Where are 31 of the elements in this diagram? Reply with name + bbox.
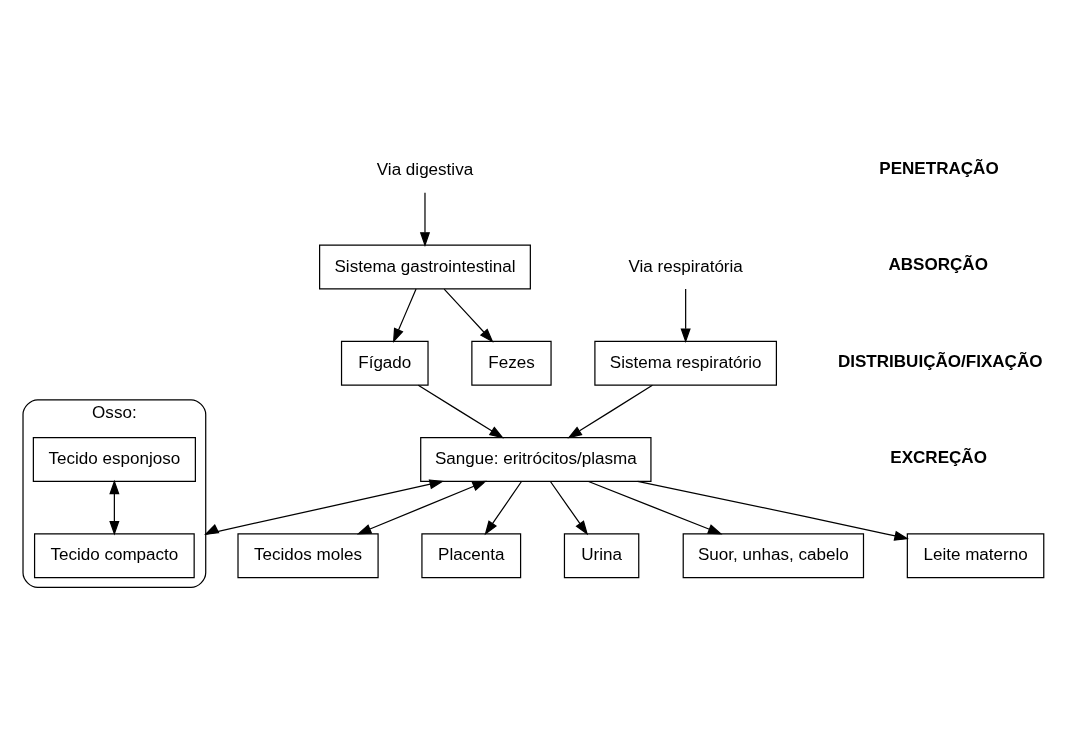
arrow [419,192,431,247]
node-text: Via respiratória [628,256,743,276]
node-box: Tecidos moles [237,533,379,579]
node-box: Sistema respiratório [594,340,777,386]
node-box: Tecido esponjoso [32,436,196,483]
label: EXCREÇÃO [890,447,987,467]
arrow [356,480,487,535]
node-box: Tecido compacto [34,533,195,579]
node-box: Urina [563,533,640,579]
arrow [637,480,909,541]
arrow [443,288,494,343]
arrow [567,384,653,439]
arrow [109,479,120,536]
node-box: Sangue: eritrócitos/plasma [420,436,652,483]
node-box: Fezes [471,340,552,386]
label: DISTRIBUIÇÃO/FIXAÇÃO [837,351,1043,371]
node-box: Placenta [421,533,522,579]
arrow [417,384,504,439]
label: PENETRAÇÃO [879,159,999,179]
node-box: Sistema gastrointestinal [319,244,531,290]
arrow [204,479,445,536]
node-box: Suor, unhas, cabelo [682,533,865,579]
arrow [549,480,589,536]
arrow [392,288,417,343]
arrow [484,480,523,536]
arrow [587,480,723,535]
node-box: Leite materno [906,533,1045,579]
node-text: Via digestiva [376,160,474,180]
node-box: Fígado [340,340,429,386]
arrow [680,288,691,344]
label: ABSORÇÃO [888,255,988,275]
